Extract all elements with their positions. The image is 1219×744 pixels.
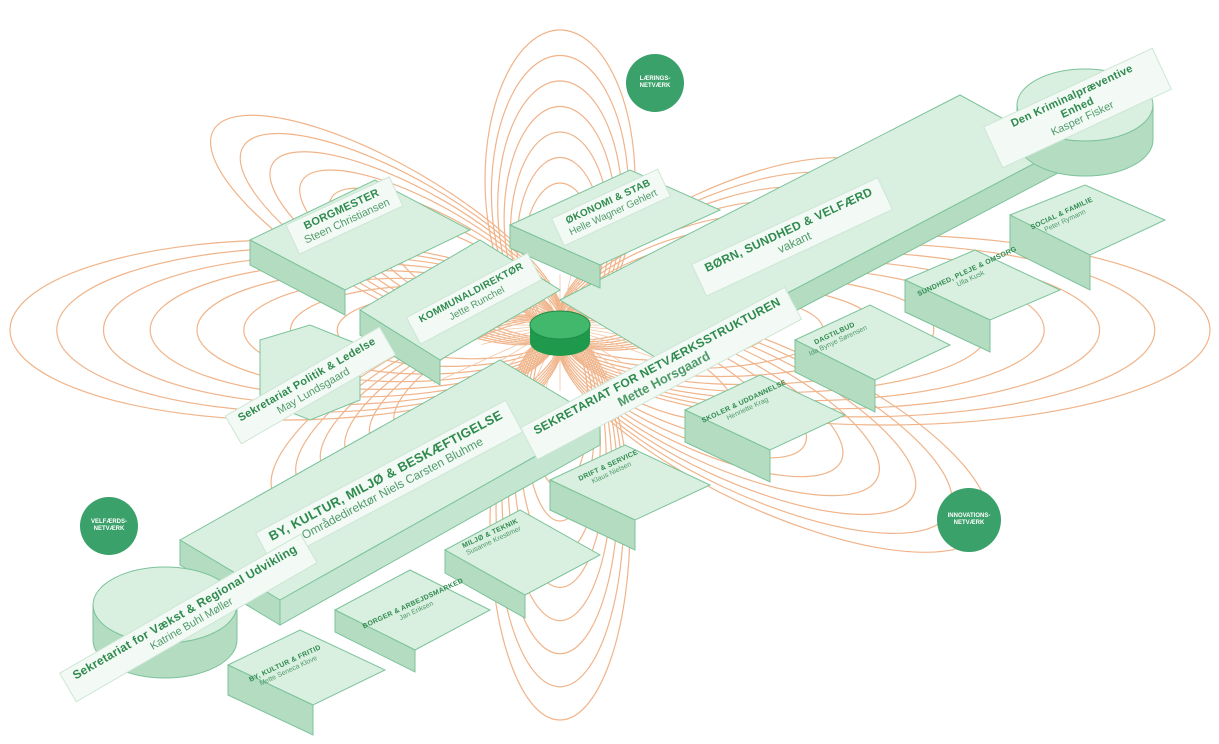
innovations-netvaerk-label: INNOVATIONS- NETVÆRK: [947, 512, 991, 527]
sundhed-box-side: [904, 279, 991, 353]
skoler-box-side: [684, 409, 771, 483]
central-hub-top: [529, 310, 591, 340]
dagtilbud-box-side: [794, 339, 876, 413]
velfaerds-netvaerk-label: VELFÆRDS- NETVÆRK: [91, 518, 127, 533]
borger-box-side: [334, 609, 416, 673]
drift-box-side: [549, 479, 636, 551]
by-band-front: [279, 419, 601, 626]
innovations-netvaerk-circle: INNOVATIONS- NETVÆRK: [937, 488, 1001, 552]
miljo-box-side: [444, 549, 526, 619]
fritid-box-side: [227, 664, 314, 736]
laerings-netvaerk-circle: LÆRINGS- NETVÆRK: [626, 54, 684, 112]
okonomi-box-side: [509, 224, 601, 289]
laerings-netvaerk-label: LÆRINGS- NETVÆRK: [639, 75, 671, 90]
social-box-side: [1009, 214, 1091, 291]
borgmester-box-side: [249, 239, 346, 316]
velfaerds-netvaerk-circle: VELFÆRDS- NETVÆRK: [80, 497, 138, 555]
